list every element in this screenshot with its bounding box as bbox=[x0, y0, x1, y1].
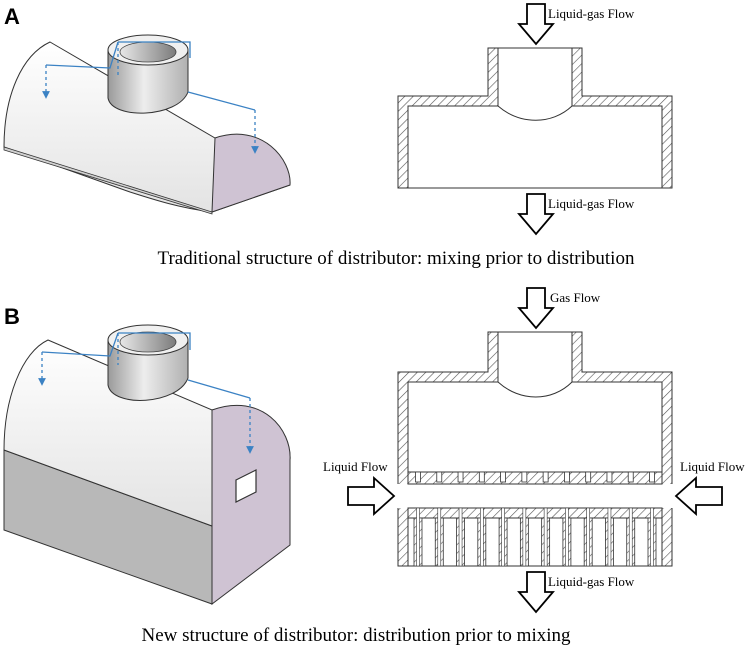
panel-b-top-flow-label: Gas Flow bbox=[550, 290, 601, 305]
panel-b-gas-inlet-arrow bbox=[517, 287, 555, 330]
channel-bore bbox=[522, 507, 527, 567]
channel-bore bbox=[586, 507, 590, 567]
panel-a-outlet-arrow bbox=[517, 193, 555, 236]
inlet-nozzle-b bbox=[107, 324, 189, 401]
panel-b-right-liquid-arrow bbox=[674, 475, 723, 517]
upper-slot bbox=[627, 471, 634, 483]
upper-slot bbox=[500, 471, 506, 483]
upper-slot bbox=[606, 471, 613, 483]
panel-a-inlet-arrow bbox=[517, 3, 555, 46]
channel-bore bbox=[628, 507, 633, 567]
channel-bore bbox=[458, 507, 463, 567]
channel-bore bbox=[416, 507, 420, 567]
channel-bore bbox=[650, 507, 654, 567]
upper-slot bbox=[457, 471, 464, 483]
upper-slot bbox=[478, 471, 485, 483]
panel-a-top-flow-label: Liquid-gas Flow bbox=[548, 6, 635, 21]
upper-slot bbox=[585, 471, 592, 483]
flow-path-lines-b bbox=[38, 332, 254, 454]
panel-b-left-liquid-arrow bbox=[347, 475, 396, 517]
panel-b-left-flow-label: Liquid Flow bbox=[323, 459, 388, 474]
distribution-slots bbox=[413, 471, 657, 567]
panel-b-bottom-flow-label: Liquid-gas Flow bbox=[548, 574, 635, 589]
channel-bore bbox=[437, 507, 442, 567]
panel-b-right-flow-label: Liquid Flow bbox=[680, 459, 745, 474]
flow-path-lines bbox=[42, 41, 259, 154]
panel-a-bottom-flow-label: Liquid-gas Flow bbox=[548, 196, 635, 211]
traditional-distributor-cross-section bbox=[397, 47, 673, 189]
inlet-nozzle bbox=[107, 34, 189, 114]
channel-bore bbox=[565, 507, 569, 567]
upper-slot bbox=[564, 471, 570, 483]
panel-b-letter: B bbox=[4, 304, 20, 329]
upper-slot bbox=[649, 471, 655, 483]
panel-b-caption: New structure of distributor: distributi… bbox=[141, 625, 571, 646]
panel-a-letter: A bbox=[4, 4, 20, 29]
upper-slot bbox=[436, 471, 443, 483]
panel-a-caption: Traditional structure of distributor: mi… bbox=[158, 248, 635, 269]
traditional-distributor-3d-model bbox=[3, 34, 291, 215]
channel-bore bbox=[501, 507, 505, 567]
new-distributor-3d-model bbox=[3, 324, 291, 606]
new-distributor-cross-section bbox=[396, 331, 674, 567]
upper-slot bbox=[542, 471, 549, 483]
panel-b-outlet-arrow bbox=[517, 571, 555, 614]
channel-bore bbox=[543, 507, 548, 567]
channel-bore bbox=[480, 507, 484, 567]
upper-slot bbox=[415, 471, 421, 483]
upper-slot bbox=[521, 471, 528, 483]
channel-bore bbox=[607, 507, 612, 567]
